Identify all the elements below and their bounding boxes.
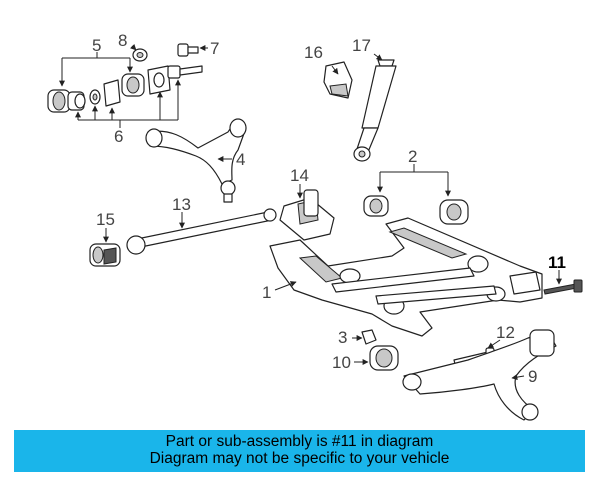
tie-rod-drawing [89,208,277,267]
callout-8[interactable]: 8 [118,31,127,50]
callout-6[interactable]: 6 [114,127,123,146]
callout-5[interactable]: 5 [92,36,101,55]
leader-17 [373,53,383,61]
leader-12 [487,339,501,349]
mount-bracket-drawing [279,189,335,241]
callout-12[interactable]: 12 [496,323,515,342]
banner-line-part: Part or sub-assembly is #11 in diagram [165,433,434,450]
callout-leaders-5-6-7-8 [59,44,208,128]
callout-11[interactable]: 11 [548,253,566,272]
leader-2 [377,164,451,197]
callout-16[interactable]: 16 [304,43,323,62]
callout-9[interactable]: 9 [528,367,537,386]
bolt-11-drawing [543,279,583,295]
callout-7[interactable]: 7 [210,39,219,58]
banner-line-disclaimer: Diagram may not be specific to your vehi… [149,450,450,467]
info-banner: Part or sub-assembly is #11 in diagram D… [14,430,585,472]
leader-16 [331,65,339,75]
callout-14[interactable]: 14 [290,166,309,185]
callout-1[interactable]: 1 [262,283,271,302]
parts-diagram: 5 8 7 6 4 16 17 2 14 13 15 1 11 3 10 12 … [47,31,583,421]
bushings-drawing [363,195,469,225]
shock-absorber-drawing [323,59,397,162]
subframe-drawing [269,217,543,337]
callout-17[interactable]: 17 [352,36,371,55]
callout-3[interactable]: 3 [338,328,347,347]
callout-10[interactable]: 10 [332,353,351,372]
lower-arm-drawing [402,329,557,421]
callout-2[interactable]: 2 [408,147,417,166]
nut-bushing-drawing [361,329,399,371]
leader-9 [511,374,525,381]
leader-1 [274,281,297,291]
callout-13[interactable]: 13 [172,195,191,214]
callout-15[interactable]: 15 [96,210,115,229]
control-arm-drawing [145,118,247,203]
callout-4[interactable]: 4 [236,150,245,169]
bushing-kit-drawing [47,43,203,113]
